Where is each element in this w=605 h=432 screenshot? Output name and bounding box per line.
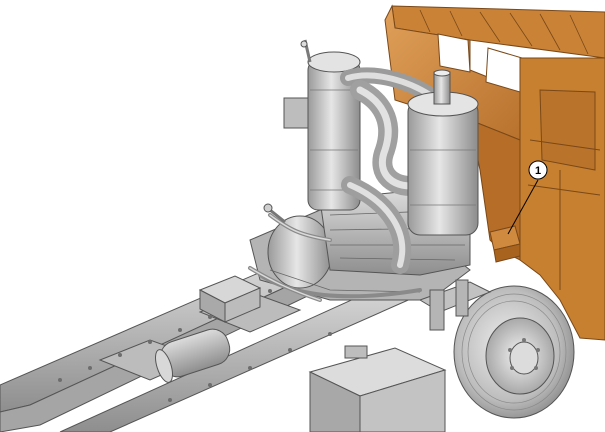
callout-leader-line	[507, 179, 539, 235]
front-axle	[418, 279, 492, 331]
highlighted-component	[489, 225, 521, 263]
callout-number: 1	[535, 165, 541, 177]
front-wheel	[453, 285, 575, 419]
cab-rear-window-left	[437, 33, 471, 73]
callout-circle	[528, 160, 548, 180]
air-tank	[155, 328, 231, 383]
flywheel-housing	[267, 215, 333, 289]
callout-1: 1	[507, 160, 548, 235]
exhaust-filter-left	[283, 39, 361, 211]
cab-side-window	[539, 89, 596, 171]
exhaust-pipes	[340, 67, 438, 274]
exhaust-muffler-right	[407, 69, 479, 236]
wheel-hub	[509, 341, 539, 375]
battery-box	[198, 275, 262, 323]
fuel-tank	[308, 345, 447, 432]
